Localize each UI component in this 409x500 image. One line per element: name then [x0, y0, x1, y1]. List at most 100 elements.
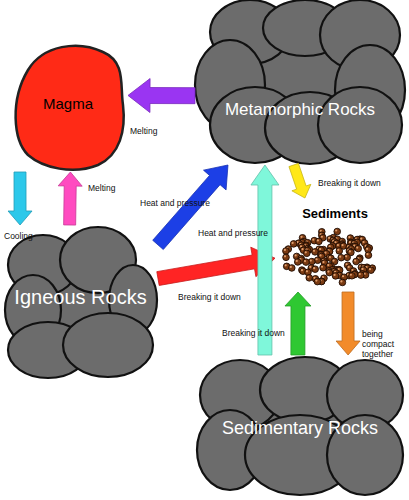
grain-body: [312, 266, 319, 273]
rock-cluster: Igneous Rocks: [3, 225, 158, 378]
sediment-grain: [314, 278, 321, 285]
sediment-grain: [332, 273, 339, 280]
grain-shine: [348, 236, 350, 238]
grain-body: [326, 269, 333, 276]
grain-shine: [306, 270, 308, 272]
grain-shine: [315, 280, 317, 282]
grain-shine: [317, 239, 319, 241]
grain-shine: [335, 229, 337, 231]
block-arrow: [336, 292, 360, 355]
block-arrow: [157, 247, 275, 285]
grain-body: [294, 259, 301, 266]
grain-shine: [329, 256, 331, 258]
grain-shine: [284, 249, 286, 251]
grain-shine: [369, 268, 371, 270]
grain-shine: [301, 248, 303, 250]
grain-body: [283, 254, 290, 261]
sediment-grain: [336, 248, 343, 255]
grain-body: [303, 250, 310, 257]
grain-shine: [309, 266, 311, 268]
grain-body: [290, 241, 297, 248]
block-arrow: [251, 165, 279, 355]
grain-shine: [362, 241, 364, 243]
arrow-label: Heat and pressure: [198, 229, 268, 239]
grain-shine: [304, 260, 306, 262]
sediment-grain: [368, 267, 375, 274]
node-label: Magma: [8, 96, 128, 113]
sediment-grain: [349, 272, 356, 279]
grain-shine: [290, 266, 292, 268]
sediment-pile: Sediments: [275, 198, 390, 292]
node-label: Igneous Rocks: [3, 286, 158, 308]
sediment-grain: [357, 272, 364, 279]
sediment-grain: [283, 254, 290, 261]
grain-shine: [305, 251, 307, 253]
grain-shine: [296, 260, 298, 262]
sediment-grain: [326, 269, 333, 276]
grain-shine: [321, 266, 323, 268]
sediment-grain: [334, 228, 341, 235]
grain-shine: [332, 259, 334, 261]
grain-body: [320, 264, 327, 271]
sediment-grain: [355, 245, 362, 252]
block-arrow: [58, 172, 82, 225]
grain-shine: [366, 253, 368, 255]
node-label: Sediments: [295, 207, 375, 221]
magma-blob: Magma: [8, 40, 128, 172]
grain-shine: [310, 259, 312, 261]
block-arrow: [289, 163, 311, 198]
grain-body: [336, 248, 343, 255]
sediment-grain: [312, 266, 319, 273]
grain-body: [357, 272, 364, 279]
grain-shine: [354, 259, 356, 261]
grain-shine: [327, 264, 329, 266]
rock-lobe: [63, 313, 153, 377]
grain-body: [365, 252, 372, 259]
grain-body: [349, 272, 356, 279]
arrow-label: Breaking it down: [222, 329, 285, 339]
grain-body: [314, 278, 321, 285]
grain-shine: [339, 256, 341, 258]
grain-shine: [361, 268, 363, 270]
grain-shine: [349, 250, 351, 252]
grain-shine: [337, 244, 339, 246]
arrow-label: Breaking it down: [178, 293, 241, 303]
node-shape: [195, 0, 405, 165]
arrow-label: being compact together: [362, 330, 408, 359]
sediment-grain: [338, 254, 345, 261]
grain-shine: [320, 230, 322, 232]
grain-shine: [340, 280, 342, 282]
sediment-grain: [303, 250, 310, 257]
sediment-grain: [306, 275, 313, 282]
grain-body: [355, 245, 362, 252]
sediment-grain: [294, 259, 301, 266]
grain-body: [339, 279, 346, 286]
grain-shine: [284, 255, 286, 257]
grain-shine: [348, 266, 350, 268]
grain-shine: [307, 276, 309, 278]
grain-body: [288, 265, 295, 272]
grain-shine: [366, 248, 368, 250]
grain-body: [283, 248, 290, 255]
grain-body: [303, 259, 310, 266]
grain-body: [316, 238, 323, 245]
grain-shine: [313, 250, 315, 252]
arrow-label: Breaking it down: [318, 179, 381, 189]
sediment-grain: [316, 238, 323, 245]
grain-shine: [319, 254, 321, 256]
grain-shine: [350, 274, 352, 276]
grain-shine: [285, 264, 287, 266]
sediment-grain: [303, 259, 310, 266]
grain-shine: [359, 273, 361, 275]
grain-shine: [292, 242, 294, 244]
grain-shine: [321, 236, 323, 238]
grain-shine: [342, 275, 344, 277]
arrow-label: Heat and pressure: [140, 199, 210, 209]
grain-shine: [322, 261, 324, 263]
grain-shine: [313, 267, 315, 269]
grain-shine: [337, 249, 339, 251]
grain-shine: [356, 246, 358, 248]
grain-shine: [295, 254, 297, 256]
grain-body: [338, 254, 345, 261]
